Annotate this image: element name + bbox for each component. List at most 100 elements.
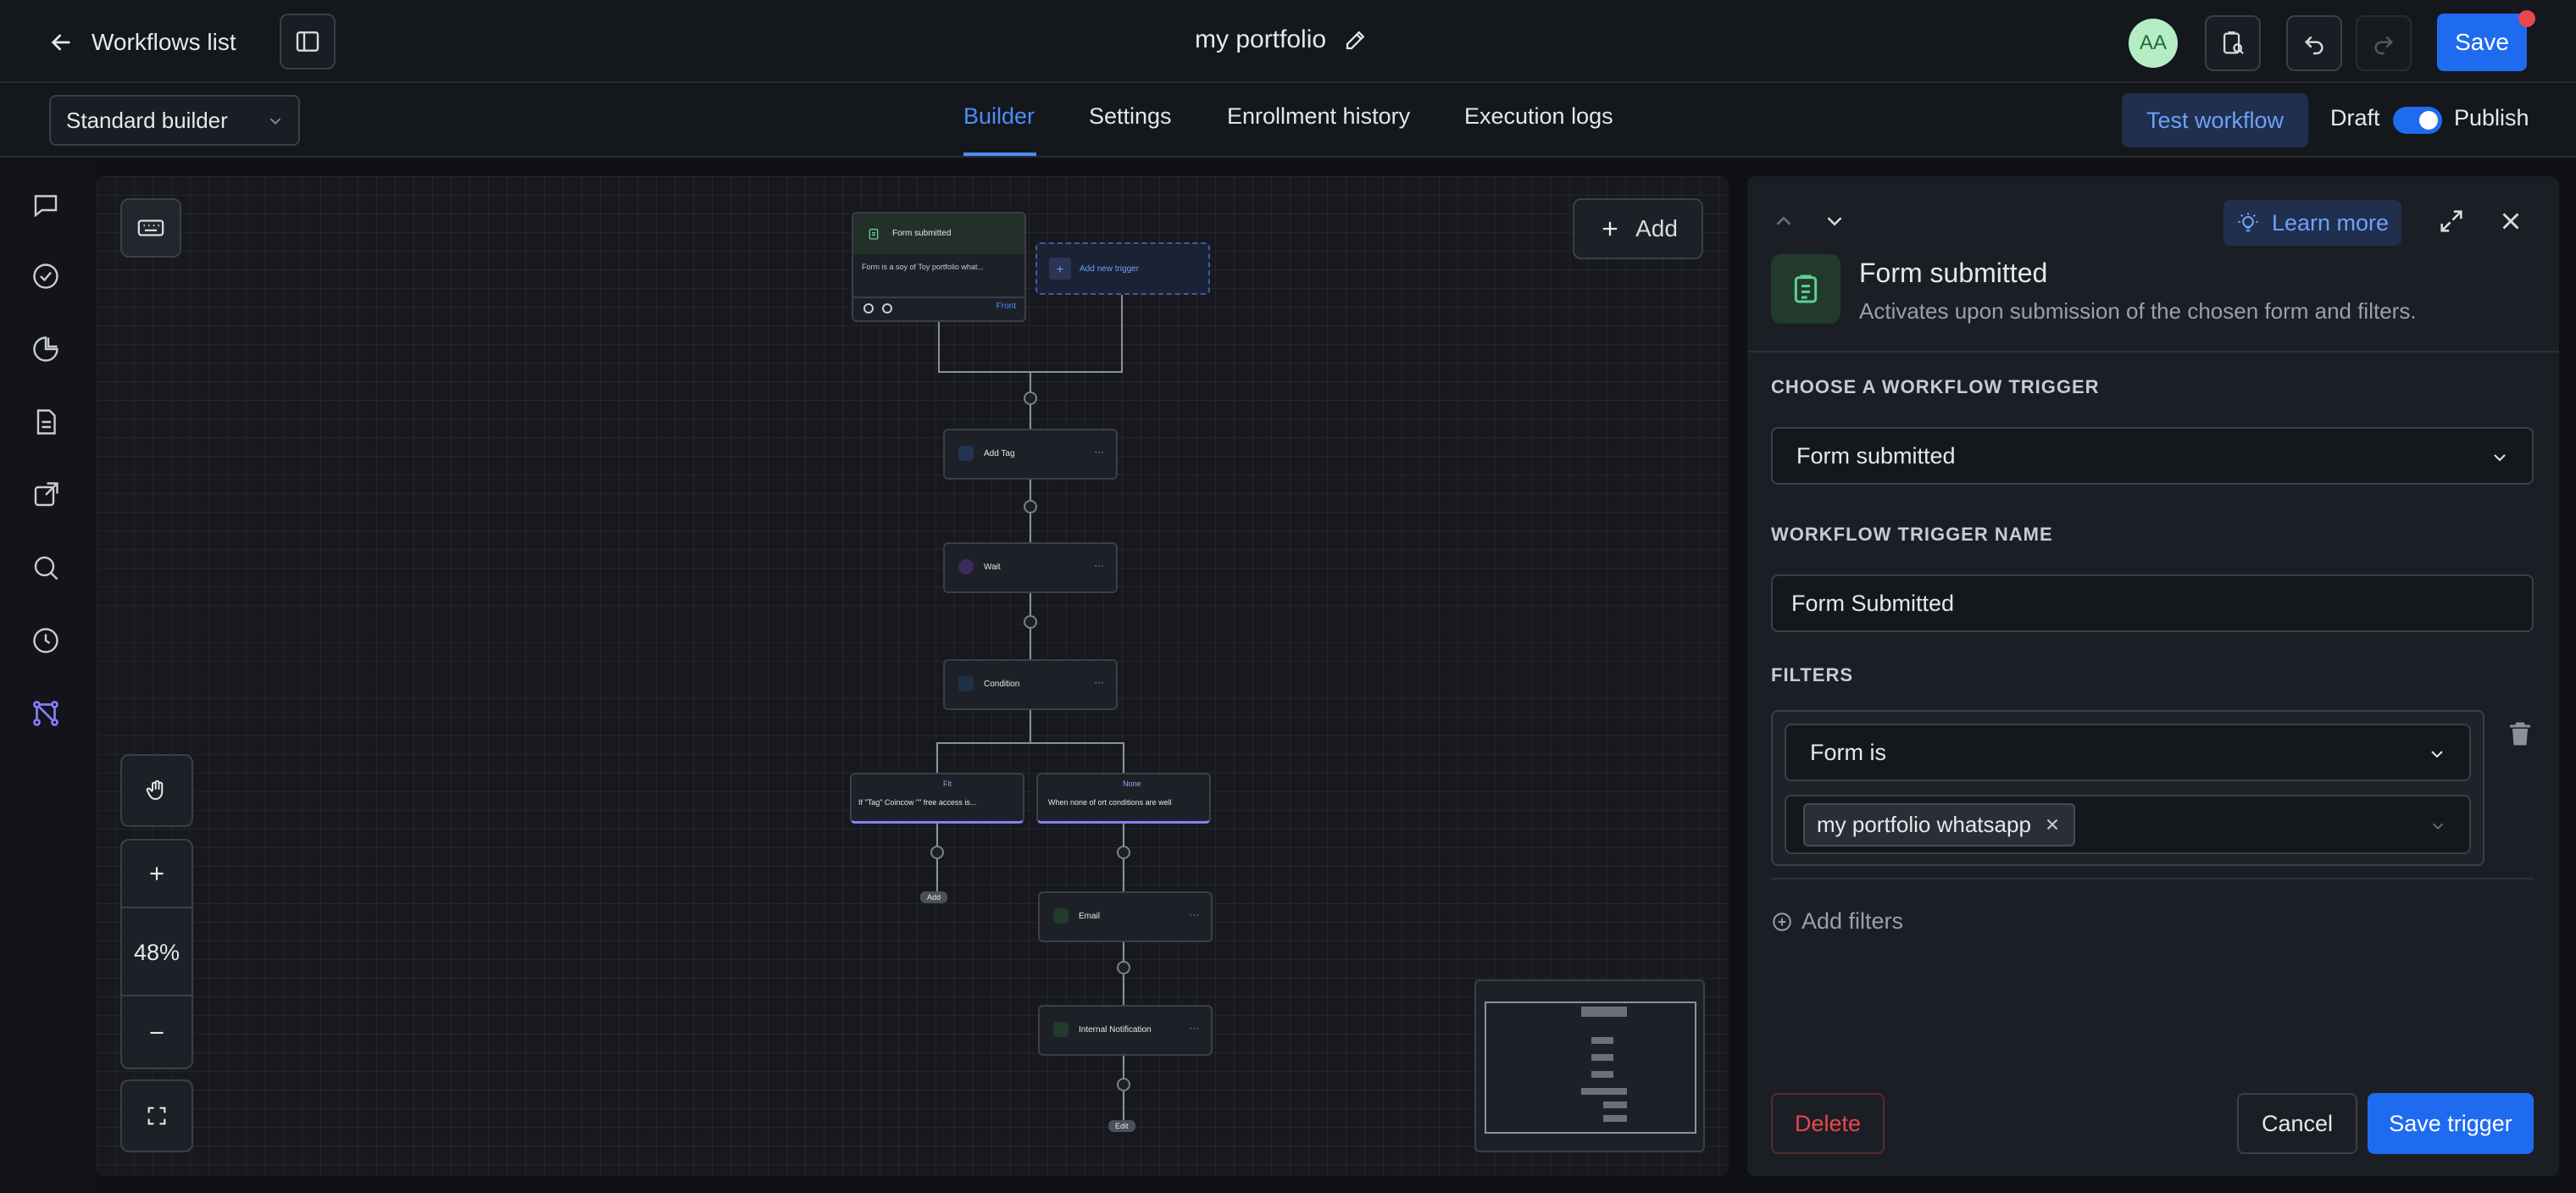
- trigger-name-input[interactable]: Form Submitted: [1771, 574, 2534, 632]
- email-label: Email: [1079, 912, 1101, 921]
- back-link[interactable]: Workflows list: [47, 24, 236, 61]
- draft-label: Draft: [2330, 105, 2380, 130]
- email-icon: [1053, 908, 1069, 924]
- filter-value-multiselect[interactable]: my portfolio whatsapp: [1785, 795, 2471, 854]
- panel-divider: [1747, 351, 2559, 352]
- minimap[interactable]: [1474, 979, 1705, 1152]
- branch-node-right[interactable]: None When none of ort conditions are wel…: [1036, 773, 1211, 824]
- action-node-wait[interactable]: Wait ···: [943, 542, 1118, 593]
- plus-icon: [1598, 217, 1622, 241]
- add-trigger-label: Add new trigger: [1080, 264, 1140, 274]
- pie-chart-icon[interactable]: [31, 334, 64, 368]
- keyboard-shortcuts-button[interactable]: [120, 198, 181, 258]
- add-tag-label: Add Tag: [984, 449, 1015, 458]
- pan-tool-button[interactable]: [120, 754, 193, 827]
- undo-icon: [2301, 30, 2328, 57]
- delete-trigger-label: Delete: [1794, 1110, 1862, 1136]
- add-filters-label: Add filters: [1802, 908, 1904, 934]
- clipboard-icon: [867, 227, 880, 241]
- more-icon: ···: [1189, 1022, 1199, 1034]
- chevron-down-icon: [266, 112, 285, 130]
- chevron-down-icon: [2429, 817, 2447, 835]
- builder-select[interactable]: Standard builder: [49, 95, 300, 146]
- delete-trigger-button[interactable]: Delete: [1771, 1093, 1885, 1154]
- more-icon: ···: [1094, 446, 1104, 458]
- wait-icon: [958, 559, 974, 574]
- save-button[interactable]: Save: [2437, 14, 2527, 71]
- back-link-label: Workflows list: [92, 29, 236, 55]
- trigger-section-label: CHOOSE A WORKFLOW TRIGGER: [1771, 376, 2100, 397]
- delete-filter-icon[interactable]: [2505, 719, 2535, 749]
- action-node-add-tag[interactable]: Add Tag ···: [943, 429, 1118, 480]
- top-bar: Workflows list my portfolio AA Save: [0, 0, 2576, 83]
- branch-node-left[interactable]: Fit If "Tag" Coincow "" free access is..…: [850, 773, 1024, 824]
- zoom-in-icon: [146, 863, 168, 885]
- zoom-out-icon: [146, 1022, 168, 1044]
- workflow-logs-button[interactable]: [2205, 15, 2261, 71]
- learn-more-button[interactable]: Learn more: [2223, 200, 2401, 246]
- save-trigger-button[interactable]: Save trigger: [2368, 1093, 2534, 1154]
- internal-notification-label: Internal Notification: [1079, 1025, 1152, 1035]
- check-circle-icon[interactable]: [31, 261, 64, 295]
- plus-circle-icon: [1771, 911, 1793, 933]
- action-node-internal-notification[interactable]: Internal Notification ···: [1038, 1005, 1213, 1056]
- zoom-in-button[interactable]: [122, 841, 192, 908]
- workflow-canvas[interactable]: [97, 176, 1729, 1176]
- publish-label: Publish: [2454, 105, 2529, 130]
- tab-builder[interactable]: Builder: [963, 103, 1035, 130]
- external-link-icon[interactable]: [31, 480, 64, 513]
- zoom-out-button[interactable]: [122, 998, 192, 1068]
- branch-left-text: If "Tag" Coincow "" free access is...: [858, 798, 977, 807]
- filter-chip: my portfolio whatsapp: [1803, 802, 2075, 846]
- tab-enrollment-history[interactable]: Enrollment history: [1227, 103, 1410, 130]
- previous-step-icon[interactable]: [1771, 208, 1796, 234]
- filter-field-value: Form is: [1810, 739, 1886, 765]
- condition-icon: [958, 676, 974, 691]
- search-icon[interactable]: [31, 552, 64, 586]
- test-workflow-button[interactable]: Test workflow: [2122, 93, 2308, 147]
- next-step-icon[interactable]: [1822, 208, 1847, 234]
- avatar[interactable]: AA: [2129, 19, 2178, 68]
- filters-section-label: FILTERS: [1771, 664, 1854, 685]
- fit-view-button[interactable]: [120, 1079, 193, 1152]
- lightbulb-icon: [2236, 211, 2260, 235]
- zoom-level: 48%: [122, 910, 192, 996]
- chat-icon[interactable]: [31, 190, 64, 224]
- builder-select-value: Standard builder: [66, 107, 228, 133]
- redo-button[interactable]: [2356, 15, 2412, 71]
- tab-active-indicator: [963, 153, 1036, 156]
- notification-icon: [1053, 1022, 1069, 1037]
- undo-button[interactable]: [2286, 15, 2342, 71]
- cancel-button[interactable]: Cancel: [2237, 1093, 2357, 1154]
- branch-right-tag: None: [1123, 780, 1141, 788]
- trigger-type-select[interactable]: Form submitted: [1771, 427, 2534, 485]
- action-node-email[interactable]: Email ···: [1038, 891, 1213, 942]
- trigger-settings-panel: [1747, 176, 2559, 1176]
- trigger-node-desc: Form is a soy of Toy portfolio what...: [862, 263, 984, 271]
- add-filters-link[interactable]: Add filters: [1771, 908, 1903, 935]
- edit-name-icon[interactable]: [1343, 27, 1368, 53]
- remove-chip-icon[interactable]: [2043, 815, 2062, 834]
- trigger-node-form-submitted[interactable]: Form submitted Form is a soy of Toy port…: [852, 212, 1026, 322]
- publish-toggle[interactable]: [2393, 107, 2442, 134]
- filter-field-select[interactable]: Form is: [1785, 724, 2471, 781]
- clock-icon[interactable]: [31, 625, 64, 659]
- sidebar-toggle-button[interactable]: [280, 14, 336, 69]
- chevron-down-icon: [2427, 744, 2447, 764]
- tab-settings[interactable]: Settings: [1089, 103, 1172, 130]
- add-node-button[interactable]: Add: [1573, 198, 1703, 259]
- action-node-condition[interactable]: Condition ···: [943, 659, 1118, 710]
- chevron-down-icon: [2490, 447, 2510, 468]
- tab-execution-logs[interactable]: Execution logs: [1464, 103, 1613, 130]
- add-new-trigger-node[interactable]: + Add new trigger: [1035, 242, 1210, 295]
- expand-panel-icon[interactable]: [2437, 207, 2466, 236]
- edit-small-icon: [863, 303, 874, 314]
- add-node-label: Add: [1635, 215, 1678, 241]
- document-icon[interactable]: [31, 407, 64, 441]
- close-panel-icon[interactable]: [2496, 207, 2525, 236]
- branch-left-tag: Fit: [943, 780, 952, 788]
- trigger-type-value: Form submitted: [1796, 442, 1956, 469]
- automation-icon[interactable]: [31, 698, 64, 732]
- filter-chip-label: my portfolio whatsapp: [1817, 811, 2031, 837]
- redo-icon: [2370, 30, 2397, 57]
